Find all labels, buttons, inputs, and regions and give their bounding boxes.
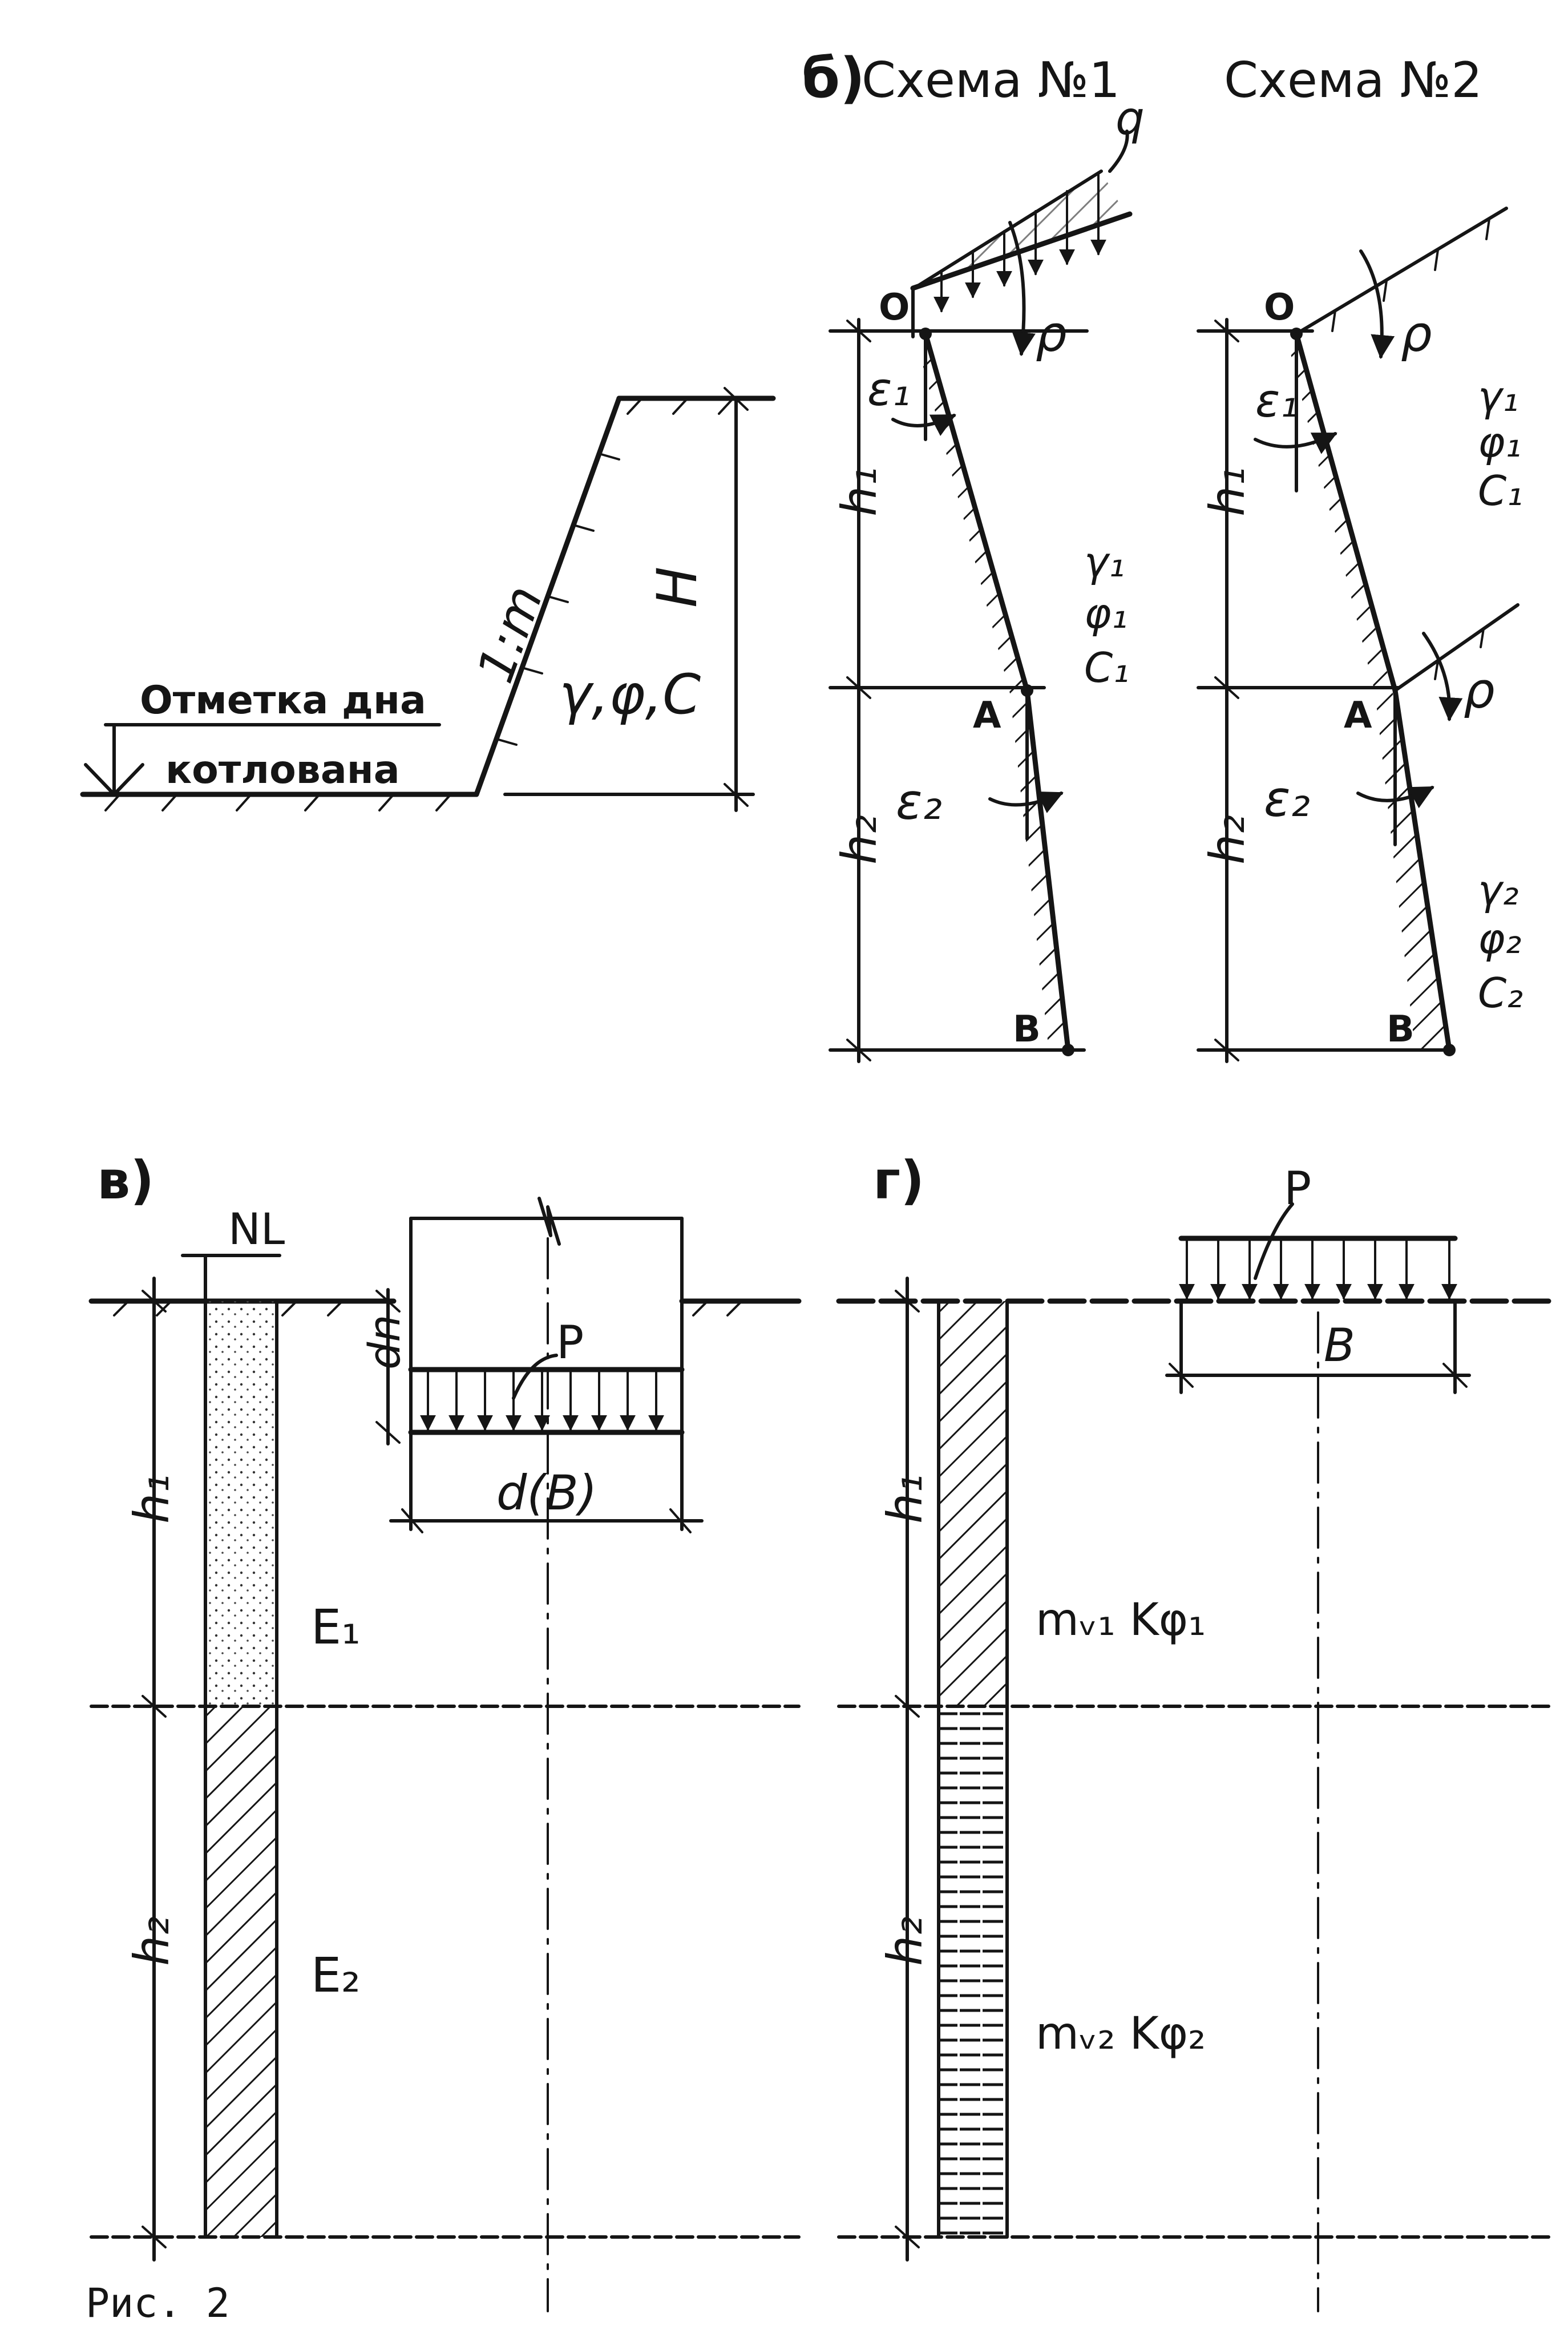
s2-wall-hatch bbox=[1291, 337, 1449, 1050]
s1-load-arrows bbox=[933, 173, 1106, 313]
d-p-leader bbox=[1254, 1202, 1294, 1280]
s2-soil1-gamma: γ₁ bbox=[1478, 373, 1518, 421]
scheme2-title: Схема №2 bbox=[1224, 52, 1482, 109]
c-dim-ticks bbox=[142, 1290, 167, 2248]
c-layer1-column bbox=[205, 1301, 277, 1706]
s1-rho-arc bbox=[1008, 221, 1036, 357]
panel-b-scheme-1: б) Схема №1 h₁ h₂ q bbox=[802, 46, 1145, 1063]
s1-q-leader bbox=[1108, 130, 1129, 173]
dim-tick-bottom bbox=[724, 783, 749, 807]
dim-tick-top bbox=[724, 387, 749, 411]
bottom-label-line2: котлована bbox=[165, 748, 400, 793]
c-e2-label: E₂ bbox=[311, 1947, 361, 2003]
panel-b-prefix: б) bbox=[802, 46, 865, 110]
c-break-mark bbox=[538, 1197, 561, 1246]
s1-soil-phi: φ₁ bbox=[1084, 589, 1127, 637]
s1-point-a-label: A bbox=[973, 694, 1001, 737]
s2-rho-top-arc bbox=[1359, 249, 1395, 360]
s2-ground-top bbox=[1295, 207, 1508, 336]
bottom-hatch bbox=[104, 793, 452, 811]
s2-ground-mid-hatch bbox=[1434, 628, 1485, 680]
s2-soil2-phi: φ₂ bbox=[1478, 915, 1521, 963]
s2-ground-top-hatch bbox=[1331, 218, 1490, 332]
scheme1-title: Схема №1 bbox=[862, 52, 1120, 109]
c-nl-label: NL bbox=[228, 1204, 285, 1254]
s2-soil1-phi: φ₁ bbox=[1478, 418, 1521, 466]
s2-point-a-label: A bbox=[1344, 694, 1372, 737]
d-layer2-column bbox=[939, 1706, 1007, 2237]
s1-eps2-arc bbox=[988, 791, 1064, 814]
s1-point-o-label: O bbox=[879, 286, 910, 329]
s1-eps2-label: ε₂ bbox=[896, 774, 942, 831]
s1-load-hatch bbox=[919, 171, 1127, 285]
s1-soil-c: C₁ bbox=[1084, 644, 1129, 692]
panel-c-pile-layers: в) NL h₁ h₂ E₁ E₂ bbox=[88, 1150, 802, 2312]
panel-b-scheme-2: Схема №2 h₁ h₂ O ρ ε₁ ρ ε₂ bbox=[1197, 52, 1523, 1063]
c-e1-label: E₁ bbox=[311, 1599, 361, 1655]
s1-wall-hatch bbox=[920, 337, 1068, 1050]
panel-a-slope: H Отметка дна котлована 1:m γ,φ,C bbox=[80, 387, 776, 812]
d-dim-ticks bbox=[895, 1290, 920, 2248]
s2-point-o-label: O bbox=[1264, 286, 1295, 329]
slope-hatch bbox=[495, 453, 620, 746]
s2-eps2-arc bbox=[1356, 786, 1434, 809]
s1-h1-label: h₁ bbox=[831, 467, 887, 516]
c-p-leader bbox=[512, 1354, 558, 1400]
s2-rho-mid-arc bbox=[1422, 632, 1463, 722]
s1-soil-gamma: γ₁ bbox=[1084, 538, 1125, 586]
s2-soil2-gamma: γ₂ bbox=[1478, 866, 1518, 914]
bottom-label-line1: Отметка дна bbox=[140, 678, 426, 723]
s1-dim-ticks bbox=[846, 320, 871, 1061]
d-h2-label: h₂ bbox=[877, 1916, 933, 1966]
top-hatch bbox=[627, 397, 734, 415]
height-label: H bbox=[645, 567, 709, 608]
c-p-label: P bbox=[556, 1316, 584, 1369]
s2-ground-mid bbox=[1393, 603, 1519, 692]
s2-h2-label: h₂ bbox=[1199, 815, 1255, 865]
s2-h1-label: h₁ bbox=[1199, 467, 1255, 516]
c-h2-label: h₂ bbox=[124, 1916, 180, 1966]
c-layer2-column bbox=[205, 1706, 277, 2237]
s2-eps1-arc bbox=[1254, 432, 1337, 454]
c-ground-hatch bbox=[113, 1300, 743, 1317]
d-h1-label: h₁ bbox=[877, 1474, 933, 1524]
s1-rho-label: ρ bbox=[1036, 306, 1067, 363]
elevation-mark-arrow bbox=[84, 763, 144, 796]
s2-eps2-label: ε₂ bbox=[1264, 771, 1310, 828]
d-p-label: P bbox=[1284, 1162, 1311, 1215]
s1-load-q-label: q bbox=[1116, 92, 1145, 145]
d-load-arrows bbox=[1179, 1237, 1457, 1300]
s1-h2-label: h₂ bbox=[831, 815, 887, 865]
s1-eps1-label: ε₁ bbox=[867, 363, 910, 416]
soil-params-label: γ,φ,C bbox=[559, 663, 701, 726]
panel-d-prefix: г) bbox=[873, 1150, 924, 1211]
s2-eps1-label: ε₁ bbox=[1255, 374, 1298, 427]
c-dn-label: dn bbox=[359, 1315, 410, 1370]
s2-soil1-c: C₁ bbox=[1478, 467, 1523, 515]
s2-rho-top-label: ρ bbox=[1401, 306, 1432, 363]
s1-load-top-line bbox=[917, 169, 1103, 287]
d-layer2-label: mᵥ₂ Kφ₂ bbox=[1036, 2008, 1206, 2060]
s2-rho-mid-label: ρ bbox=[1464, 663, 1495, 720]
s1-eps1-arc bbox=[891, 414, 956, 436]
panel-c-prefix: в) bbox=[97, 1150, 154, 1211]
s1-point-b-label: B bbox=[1013, 1008, 1041, 1051]
s2-soil2-c: C₂ bbox=[1478, 969, 1523, 1017]
s1-point-b-dot bbox=[1062, 1044, 1074, 1056]
s2-dim-ticks bbox=[1214, 320, 1239, 1061]
d-layer1-label: mᵥ₁ Kφ₁ bbox=[1036, 1594, 1206, 1646]
c-h1-label: h₁ bbox=[124, 1474, 180, 1524]
s2-point-b-label: B bbox=[1387, 1008, 1415, 1051]
s2-point-b-dot bbox=[1443, 1044, 1456, 1056]
d-b-label: B bbox=[1324, 1319, 1355, 1372]
d-layer1-column bbox=[939, 1301, 1007, 1706]
panel-d-compression-layers: г) h₁ h₂ mᵥ₁ Kφ₁ mᵥ₂ Kφ₂ P bbox=[836, 1150, 1555, 2312]
c-footing-load-arrows bbox=[420, 1368, 664, 1431]
figure-caption: Рис. 2 bbox=[86, 2280, 230, 2327]
